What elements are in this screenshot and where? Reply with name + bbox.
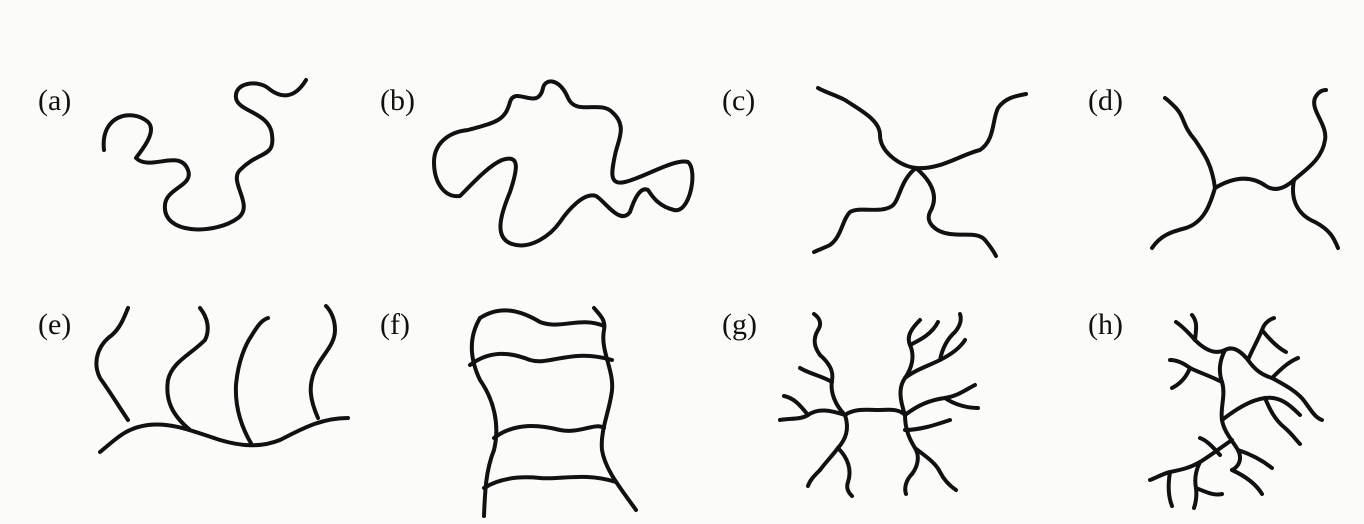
ladder-polymer [470,308,636,516]
panel-label-h: (h) [1088,308,1123,341]
panel-a: (a) [38,80,306,229]
panel-label-a: (a) [38,84,71,117]
panel-f: (f) [380,308,636,516]
panel-h: (h) [1088,308,1322,508]
dendrimer [780,314,978,496]
panel-g: (g) [722,308,978,496]
panel-e: (e) [38,306,348,452]
panel-label-d: (d) [1088,84,1123,117]
comb-polymer [96,306,348,452]
panel-c: (c) [722,84,1026,256]
panel-d: (d) [1088,84,1338,248]
panel-label-b: (b) [380,84,415,117]
panel-label-c: (c) [722,84,755,117]
branched-polymer [1150,315,1322,508]
star-polymer [814,88,1026,256]
panel-label-g: (g) [722,308,757,341]
panel-b: (b) [380,81,692,245]
h-polymer [1152,90,1338,248]
panel-label-f: (f) [380,308,410,341]
panel-label-e: (e) [38,308,71,341]
ring-chain [434,81,692,245]
linear-chain [104,80,306,229]
